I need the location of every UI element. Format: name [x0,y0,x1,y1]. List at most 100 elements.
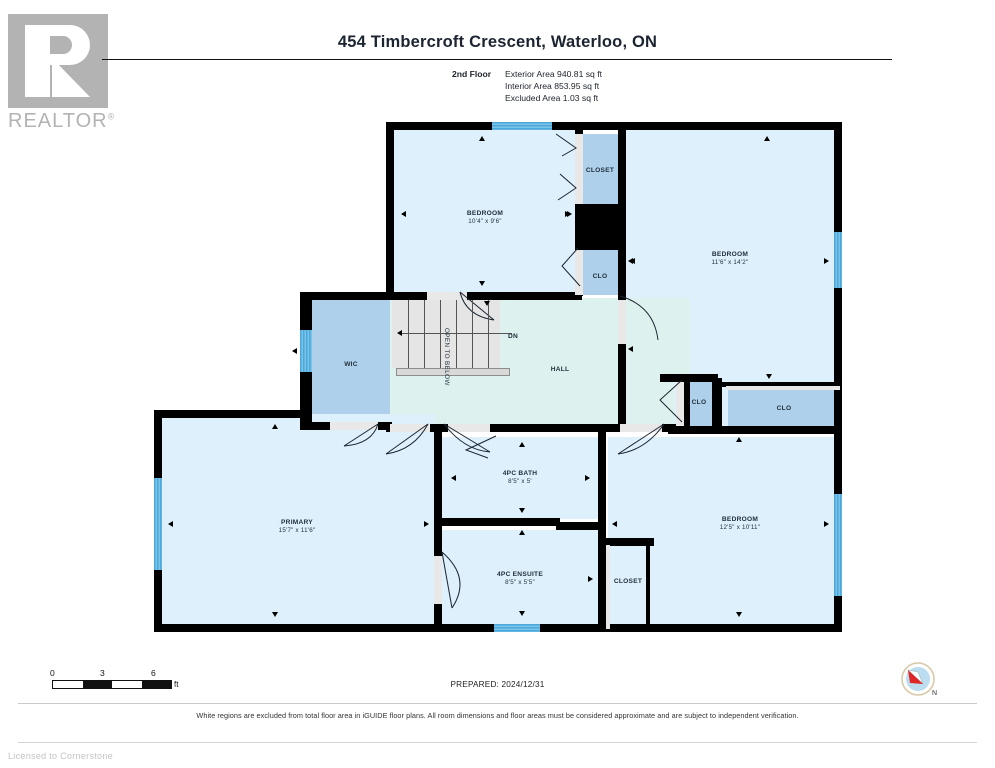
compass-icon: N [901,662,937,697]
room-name-dn: DN [507,333,519,340]
wall-closet-lower-top [602,538,654,546]
wall-left-upper [386,122,394,300]
prepared-date: PREPARED: 2024/12/31 [450,680,545,689]
door-gap-clo-hall [676,382,684,426]
wall-top [386,122,842,130]
room-name-clo-upper: CLO [592,273,608,280]
compass-north-label: N [932,690,937,697]
wall-closet-block [578,204,620,250]
wall-bath-left [434,430,442,630]
room-fill-clo-right [728,386,840,428]
door-gap-hall-bath [448,424,490,432]
wall-clo-right-top [722,382,842,387]
door-swing-bedroom1 [459,291,495,321]
room-dim-bath: 8'5" x 5' [508,478,532,486]
room-dim-ensuite: 8'5" x 5'5" [505,579,535,587]
scale-tick-3: 3 [100,668,105,678]
room-label-closet-lower: CLOSET [598,578,658,586]
dim-arrow-clo-upper [628,258,633,264]
room-label-wic: WIC [321,361,381,369]
window-left-wic [300,330,312,372]
room-name-bath: 4PC BATH [502,470,538,477]
window-right-bedroom3 [834,494,842,596]
registered-mark: ® [107,111,116,122]
room-name-bedroom-2: BEDROOM [711,251,749,258]
room-dim-bedroom-1: 10'4" x 9'6" [468,218,502,226]
door-gap-hall-primary [390,424,430,432]
page-title: 454 Timbercroft Crescent, Waterloo, ON [337,33,658,51]
room-fill-clo-hall [688,382,714,427]
excluded-area: Excluded Area 1.03 sq ft [505,93,599,104]
room-fill-clo-upper [583,250,618,295]
room-label-clo-upper: CLO [568,273,632,281]
dim-arrow-bed3-bottom [736,612,742,617]
room-label-closet-upper: CLOSET [560,167,640,175]
stair-tread-5 [472,300,473,368]
window-top-bedroom1 [492,122,552,130]
room-fill-closet-upper [583,134,618,204]
dim-arrow-bath-top [519,442,525,447]
wall-bottom-left [154,624,494,632]
scale-bar-graphic [52,680,172,689]
dim-arrow-bed2-hall [628,346,633,352]
window-right-bedroom2 [834,232,842,288]
realtor-r-block [8,14,108,108]
wall-bath-bottom [438,518,560,526]
room-label-bedroom-2: BEDROOM 11'6" x 14'2" [670,251,790,268]
wall-lower-left-top [154,410,302,418]
dim-arrow-wic-left [292,348,297,354]
door-gap-bedroom1-hall [427,292,467,300]
wall-wic-top [300,292,392,300]
room-fill-bedroom-1 [390,124,575,294]
dim-arrow-bath-bottom [519,508,525,513]
realtor-r-stem [25,25,50,97]
room-name-closet-upper: CLOSET [585,167,615,174]
footer-divider-top [18,703,977,704]
dim-arrow-closet-blk [567,211,572,217]
dim-arrow-ensuite-top [519,530,525,535]
realtor-logo: REALTOR® [8,14,118,134]
dim-arrow-bed2-top [764,136,770,141]
room-name-ensuite: 4PC ENSUITE [497,571,543,578]
dim-arrow-bed1-bottom [479,281,485,286]
wall-hall-bottom [386,424,676,432]
wall-bath-right [598,430,606,630]
wall-bath-bottom-jog [556,522,602,530]
compass-rose: N [897,658,941,702]
scale-tick-6: 6 [151,668,156,678]
room-label-hall: HALL [530,366,590,374]
stair-tread-3 [440,300,441,368]
room-label-primary: PRIMARY 15'7" x 11'6" [237,519,357,536]
room-name-bedroom-3: BEDROOM [721,516,759,523]
dim-arrow-bed1-left [401,211,406,217]
dim-arrow-primary-right [424,521,429,527]
door-swing-closet-upper-2 [557,173,577,201]
room-name-bedroom-1: BEDROOM [466,210,504,217]
dim-arrow-primary-bottom [272,612,278,617]
license-text: Licensed to Cornerstone [8,751,113,761]
scale-ticks: 0 3 6 [50,668,172,680]
door-swing-closet-upper [555,133,577,157]
wall-clo-hall-right [712,378,722,432]
dim-arrow-hall-top [484,301,490,306]
door-gap-wic [330,422,378,430]
door-swing-clo-upper [561,247,581,287]
title-divider [102,59,892,60]
wall-right-upper-b [834,288,842,434]
wall-left-lower-b [154,570,162,632]
wall-right-upper [834,122,842,232]
window-bottom-ensuite [494,624,540,632]
room-dim-bedroom-3: 12'5" x 10'11" [719,524,761,532]
room-fill-primary [160,414,435,628]
wall-closet-lower-right [646,542,650,628]
dim-arrow-bed1-top [479,136,485,141]
footer-divider-bottom [18,742,977,743]
door-gap-bedroom2-hall [618,300,626,344]
stair-direction-line [402,333,512,334]
room-label-clo-right: CLO [754,405,814,413]
realtor-wordmark-text: REALTOR [8,110,108,132]
door-swing-bath-interior [464,435,497,459]
room-label-bedroom-3: BEDROOM 12'5" x 10'11" [680,516,800,533]
floor-label: 2nd Floor [452,69,492,79]
